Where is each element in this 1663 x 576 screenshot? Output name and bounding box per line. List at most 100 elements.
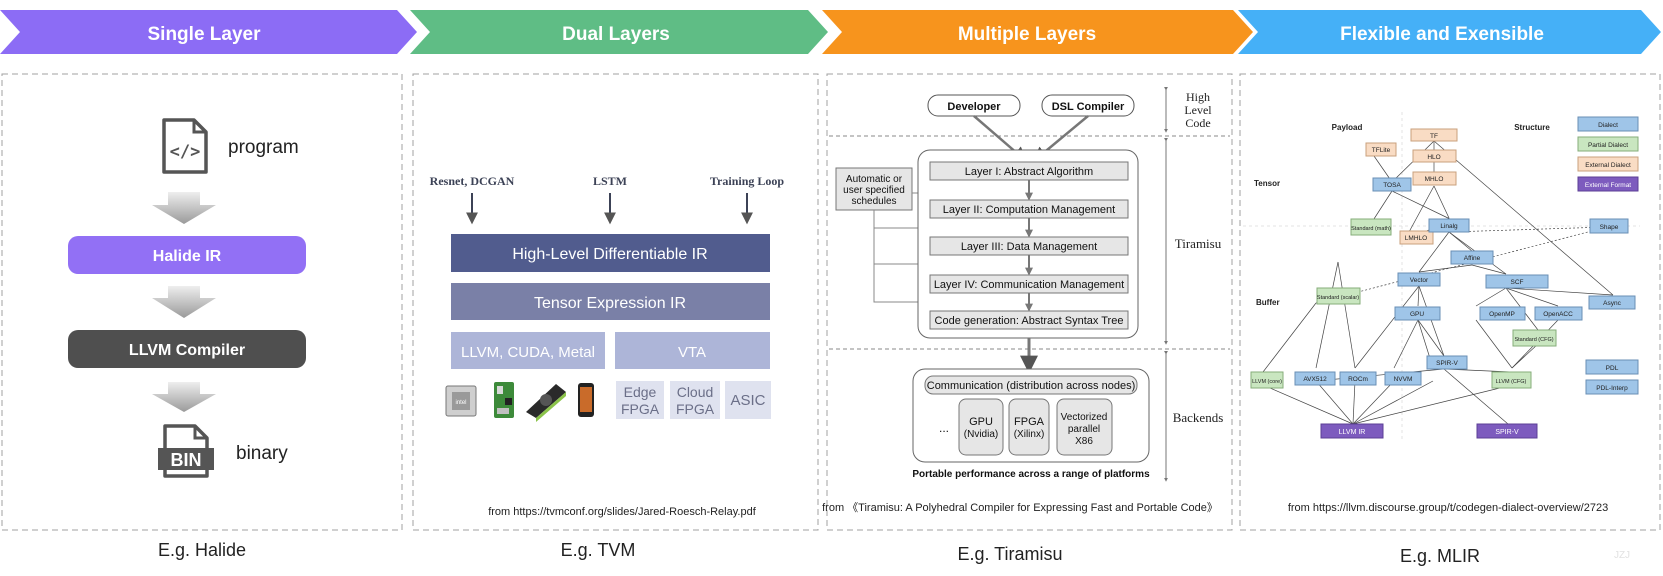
mlir-node: SCF <box>1485 274 1549 289</box>
stage-chevron <box>410 10 828 54</box>
ellipsis-label: ... <box>939 421 949 435</box>
mlir-node: Standard (scalar) <box>1316 287 1361 305</box>
svg-text:Standard (math): Standard (math) <box>1351 226 1391 232</box>
mlir-node: LMHLO <box>1399 230 1434 245</box>
tiramisu-source: from 《Tiramisu: A Polyhedral Compiler fo… <box>822 501 1218 514</box>
backend-fpga-box <box>1008 398 1050 456</box>
high-level-ir-label: High-Level Differentiable IR <box>512 246 707 263</box>
layer-label: Layer II: Computation Management <box>943 204 1115 216</box>
stage-chevron <box>0 10 417 54</box>
llvm-cuda-metal-box <box>451 332 605 369</box>
svg-text:Standard (CFG): Standard (CFG) <box>1514 337 1553 343</box>
mlir-header-buffer: Buffer <box>1256 298 1280 307</box>
cloud-fpga-label: FPGA <box>676 401 715 417</box>
raspberry-pi-icon <box>494 382 514 418</box>
mlir-node: OpenMP <box>1479 306 1526 321</box>
panel-halide-frame <box>1 73 403 531</box>
cpu-chip-icon: intel <box>445 385 477 417</box>
svg-text:Affine: Affine <box>1464 255 1481 262</box>
edge-fpga-label: FPGA <box>621 401 660 417</box>
halide-caption: E.g. Halide <box>158 540 246 560</box>
program-label: program <box>228 137 299 158</box>
mlir-node: ROCm <box>1339 371 1377 386</box>
communication-box <box>924 375 1138 395</box>
side-label-high: Level <box>1184 103 1212 117</box>
mlir-node: MHLO <box>1412 171 1457 186</box>
svg-text:ROCm: ROCm <box>1348 376 1368 383</box>
portable-performance-label: Portable performance across a range of p… <box>912 469 1150 480</box>
legend-swatch <box>1577 136 1639 152</box>
panel-tiramisu-frame <box>826 73 1233 531</box>
mlir-node: TFLite <box>1365 142 1397 157</box>
side-label-high: High <box>1186 90 1210 104</box>
legend-swatch <box>1577 176 1639 192</box>
mlir-node: HLO <box>1412 149 1457 163</box>
cloud-fpga-label: Cloud <box>677 384 714 400</box>
svg-text:PDL-Interp: PDL-Interp <box>1596 385 1628 392</box>
mlir-header-payload: Payload <box>1332 123 1363 132</box>
svg-text:GPU: GPU <box>1410 311 1424 318</box>
asic-label: ASIC <box>730 392 765 409</box>
halide-ir-box <box>68 236 306 274</box>
stage-chevron <box>822 10 1253 54</box>
stage-label: Single Layer <box>148 24 262 45</box>
backend-label: FPGA <box>1014 416 1045 428</box>
tvm-input-label: Training Loop <box>710 174 784 188</box>
panel-tvm-frame <box>412 73 819 531</box>
file-code-icon: </> <box>162 118 208 174</box>
watermark: JZJ <box>1614 550 1630 561</box>
edge-fpga-box <box>616 381 664 419</box>
mlir-header-tensor: Tensor <box>1254 179 1280 188</box>
layer-label: Layer IV: Communication Management <box>934 279 1124 291</box>
stage-label: Dual Layers <box>562 24 670 45</box>
dsl-compiler-label: DSL Compiler <box>1052 101 1125 113</box>
backend-label: Vectorized <box>1061 412 1108 423</box>
legend-label: External Dialect <box>1585 162 1631 169</box>
svg-text:LMHLO: LMHLO <box>1405 235 1427 242</box>
backend-gpu-box <box>958 398 1004 456</box>
mlir-node: Affine <box>1450 250 1494 265</box>
panel-tiramisu: High Level Code Tiramisu Backends Develo… <box>822 86 1230 514</box>
legend-swatch <box>1577 116 1639 132</box>
svg-text:Vector: Vector <box>1410 277 1429 284</box>
svg-text:OpenMP: OpenMP <box>1489 311 1515 318</box>
mlir-caption: E.g. MLIR <box>1400 546 1480 566</box>
stage-single-layer: Single Layer <box>0 10 417 54</box>
developer-label: Developer <box>947 101 1001 113</box>
llvm-cuda-metal-label: LLVM, CUDA, Metal <box>461 344 595 361</box>
vta-label: VTA <box>678 344 706 361</box>
tiramisu-caption: E.g. Tiramisu <box>957 544 1062 564</box>
side-label-high: Code <box>1185 116 1210 130</box>
binary-label: binary <box>236 443 288 464</box>
mlir-node: LLVM (core) <box>1250 371 1284 389</box>
stage-multiple-layers: Multiple Layers <box>822 10 1253 54</box>
legend-swatch <box>1577 156 1639 172</box>
stage-label: Multiple Layers <box>958 24 1096 45</box>
svg-text:LLVM (CFG): LLVM (CFG) <box>1496 379 1527 385</box>
mlir-node: PDL-Interp <box>1585 379 1639 395</box>
gpu-card-icon <box>526 384 566 422</box>
side-label-tiramisu: Tiramisu <box>1175 236 1222 251</box>
mlir-source: from https://llvm.discourse.group/t/code… <box>1288 502 1608 514</box>
communication-label: Communication (distribution across nodes… <box>927 380 1135 392</box>
svg-text:SPIR-V: SPIR-V <box>1495 429 1519 436</box>
svg-text:NVVM: NVVM <box>1394 376 1413 383</box>
layer-label: Layer I: Abstract Algorithm <box>965 166 1093 178</box>
tvm-caption: E.g. TVM <box>561 540 636 560</box>
cloud-fpga-box <box>670 381 720 419</box>
backend-label: X86 <box>1075 436 1093 447</box>
svg-text:intel: intel <box>455 400 466 406</box>
svg-text:Standard (scalar): Standard (scalar) <box>1317 295 1359 301</box>
llvm-compiler-label: LLVM Compiler <box>129 342 245 359</box>
mlir-node: Linalg <box>1428 218 1470 233</box>
svg-text:AVX512: AVX512 <box>1303 376 1327 383</box>
panel-mlir: Payload Structure Tensor Buffer Dialect … <box>1243 112 1640 514</box>
svg-text:PDL: PDL <box>1606 365 1619 372</box>
mlir-node: SPIR-V <box>1476 423 1538 439</box>
tvm-source: from https://tvmconf.org/slides/Jared-Ro… <box>488 506 757 518</box>
down-arrow-icon <box>152 382 216 412</box>
stage-chevron <box>1238 10 1661 54</box>
panel-mlir-frame <box>1239 73 1661 531</box>
stage-flexible-extensible: Flexible and Exensible <box>1238 10 1661 54</box>
smartphone-icon <box>578 383 594 417</box>
